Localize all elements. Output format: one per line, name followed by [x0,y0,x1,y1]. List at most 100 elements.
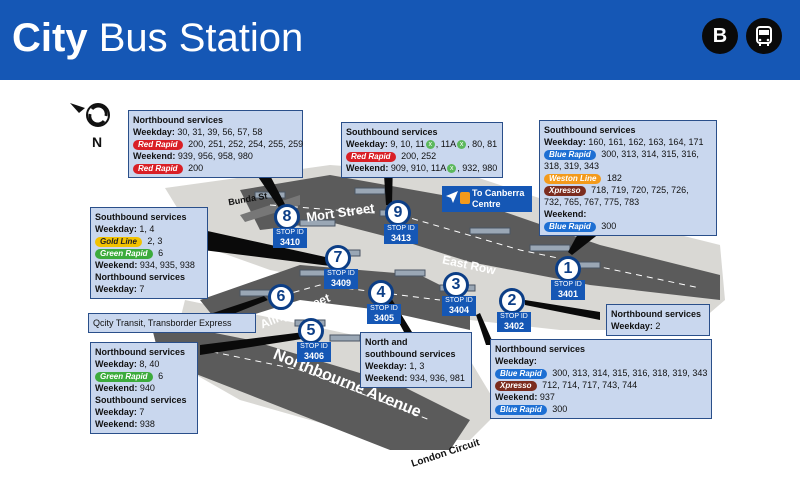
box-heading: Northbound services [611,309,702,319]
stop-marker-1[interactable]: 1 [555,256,581,282]
stop-marker-2[interactable]: 2 [499,288,525,314]
page-title: City Bus Station [12,12,303,64]
stop-marker-3[interactable]: 3 [443,272,469,298]
green-rapid-routes: 6 [155,371,164,381]
xpresso-badge: Xpresso [495,380,537,391]
stop-marker-9[interactable]: 9 [385,200,411,226]
operators-text: Qcity Transit, Transborder Express [93,318,232,328]
gold-line-routes: 2, 3 [144,236,163,246]
stop-id-value: 3405 [373,313,395,323]
stop-marker-5[interactable]: 5 [298,318,324,344]
weekday-label: Weekday: [95,359,137,369]
to-canberra-centre-sign: To Canberra Centre [442,186,532,212]
info-box-stop-1: Southbound services Weekday: 160, 161, 1… [539,120,717,236]
blue-rapid-badge: Blue Rapid [544,149,596,160]
weekday-routes-2: , 11A [435,139,457,149]
weekday-routes: 1, 4 [136,224,155,234]
box-heading-2: Southbound services [95,395,187,405]
weekday-routes: 9, 10, 11 [387,139,425,149]
blue-rapid-routes: 300 [598,221,617,231]
xpresso-badge: Xpresso [544,185,586,196]
stop-marker-8[interactable]: 8 [274,204,300,230]
weekend-label: Weekend: [95,260,138,270]
weekend-routes: 934, 935, 938 [137,260,195,270]
weston-line-badge: Weston Line [544,173,602,184]
bus-icon [746,18,782,54]
weekend-label: Weekend: [95,383,138,393]
lane-line-1 [269,204,701,289]
bus-icon-svg [756,26,772,46]
green-rapid-badge: Green Rapid [95,371,153,382]
bus-mini-icon [460,192,470,204]
xpress-mark-icon: x [425,140,435,150]
box-heading: Southbound services [544,125,636,135]
weekend-label: Weekend: [495,392,538,402]
red-rapid-badge: Red Rapid [346,151,396,162]
weekend-routes: 909, 910, 11A [388,163,447,173]
stop-id-value: 3401 [557,289,579,299]
stop-id-label: STOP ID [445,297,473,304]
weekend-label: Weekend: [95,419,138,429]
weekend-label: Weekend: [346,163,389,173]
title-bold: City [12,16,88,60]
info-box-stop-7: Southbound services Weekday: 1, 4 Gold L… [90,207,208,299]
weekday-label: Weekday: [495,356,537,366]
red-rapid-badge: Red Rapid [133,163,183,174]
blue-rapid-routes-2: 318, 319, 343 [544,161,600,171]
weekend-routes: 934, 936, 981 [407,373,465,383]
weekday-label: Weekday: [95,224,137,234]
blue-rapid-routes: 300, 313, 314, 315, 316, 318, 319, 343 [549,368,708,378]
stop-id-value: 3406 [303,351,325,361]
weekday-label: Weekday: [346,139,388,149]
b-icon: B [702,18,738,54]
info-box-stop-2-lower: Northbound services Weekday: Blue Rapid … [490,339,712,419]
weekday-label: Weekday: [95,284,137,294]
weekend-routes: 938 [137,419,155,429]
blue-rapid-badge: Blue Rapid [495,368,547,379]
info-box-stop-5: Northbound services Weekday: 8, 40 Green… [90,342,198,434]
weekday-label: Weekday: [365,361,407,371]
weekday-routes: 30, 31, 39, 56, 57, 58 [174,127,263,137]
box-heading: Northbound services [495,344,586,354]
weekend-routes-2: , 932, 980 [457,163,498,173]
weekday-routes: 160, 161, 162, 163, 164, 171 [585,137,704,147]
weekday-label: Weekday: [133,127,175,137]
compass-north-label: N [92,134,103,150]
canberra-line2: Centre [472,199,501,209]
weston-line-routes: 182 [604,173,622,183]
xpresso-routes-2: 732, 765, 767, 775, 783 [544,197,640,207]
stop-id-label: STOP ID [500,313,528,320]
lane-line-2 [229,284,441,311]
weekend-routes: 937 [537,392,555,402]
box-heading: Northbound services [133,115,224,125]
red-rapid-badge: Red Rapid [133,139,183,150]
weekday-routes: 2 [652,321,661,331]
stop-id-label: STOP ID [327,270,355,277]
canberra-line1: To Canberra [472,188,525,198]
stop-marker-7[interactable]: 7 [325,245,351,271]
stop-marker-4[interactable]: 4 [368,280,394,306]
weekday-routes-3: , 80, 81 [467,139,498,149]
weekday-label: Weekday: [611,321,653,331]
info-box-stop-2-upper: Northbound services Weekday: 2 [606,304,710,336]
gold-line-badge: Gold Line [95,236,142,247]
red-rapid-routes: 200 [185,163,204,173]
stop-marker-6[interactable]: 6 [268,284,294,310]
blue-rapid-badge: Blue Rapid [495,404,547,415]
stop-id-label: STOP ID [387,225,415,232]
box-heading: Northbound services [95,347,186,357]
weekend-routes: 939, 956, 958, 980 [175,151,253,161]
weekday-label: Weekday: [544,137,586,147]
stop-id-value: 3404 [448,305,470,315]
red-rapid-routes: 200, 251, 252, 254, 255, 259 [185,139,304,149]
info-box-stop-4: North and southbound services Weekday: 1… [360,332,472,388]
info-box-stop-8: Northbound services Weekday: 30, 31, 39,… [128,110,303,178]
xpress-mark-icon: x [447,164,457,174]
stop-id-value: 3402 [503,321,525,331]
box-heading-2: Northbound services [95,272,186,282]
blue-rapid-badge: Blue Rapid [544,221,596,232]
blue-rapid-routes: 300, 313, 314, 315, 316, [598,149,699,159]
